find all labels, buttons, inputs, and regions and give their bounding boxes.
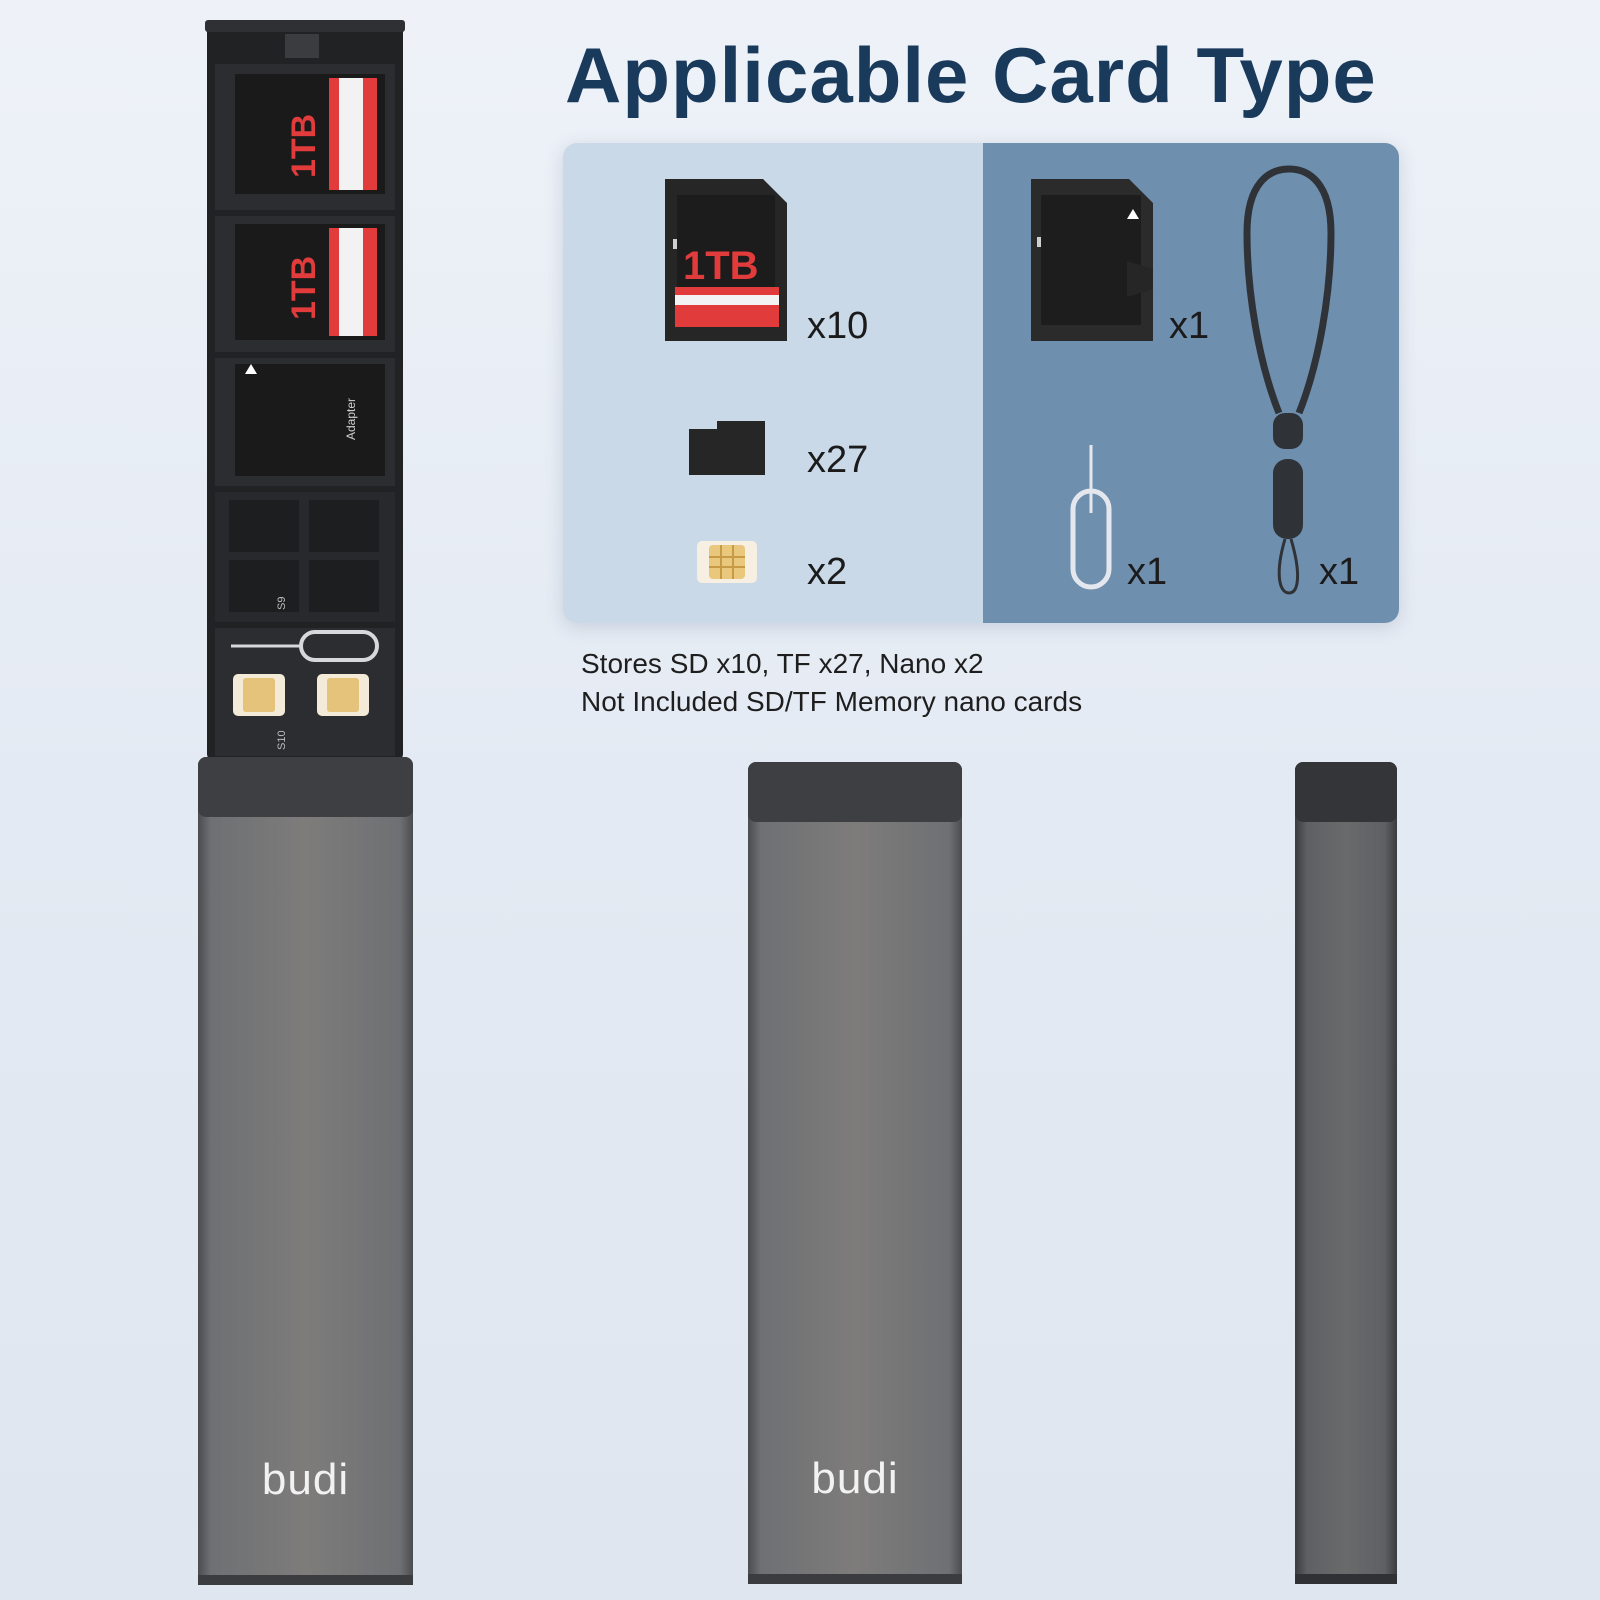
nano-sim-card-icon <box>697 541 757 583</box>
sim-eject-pin-icon <box>1070 445 1112 590</box>
adapter-count: x1 <box>1169 305 1210 347</box>
card-type-panel: 1TB x10 x27 x2 x1 x1 <box>563 143 1399 623</box>
lanyard-icon <box>1243 165 1335 595</box>
tray-sd-label-2: 1TB <box>285 256 323 320</box>
sd-count: x10 <box>807 305 869 347</box>
sd-card-icon: 1TB <box>665 179 787 341</box>
case-body-graphic <box>198 757 413 1585</box>
accessories-section: x1 x1 x1 <box>983 143 1399 623</box>
case-body-front-open: budi <box>198 757 413 1585</box>
included-cards-section: 1TB x10 x27 x2 <box>563 143 983 623</box>
nano-sim-count: x2 <box>807 551 848 593</box>
slot-label-s9: S9 <box>276 597 288 610</box>
not-included-note: Not Included SD/TF Memory nano cards <box>581 686 1083 717</box>
eject-pin-count: x1 <box>1127 551 1168 593</box>
tray-sd-label-1: 1TB <box>285 114 323 178</box>
storage-note: Stores SD x10, TF x27, Nano x2 <box>581 648 984 679</box>
lanyard-count: x1 <box>1319 551 1360 593</box>
card-tray-illustration: 1TB 1TB Adapter S9 S10 <box>205 20 405 760</box>
case-side-view <box>1295 762 1397 1584</box>
brand-logo-1: budi <box>261 1455 350 1504</box>
open-case-tray: 1TB 1TB Adapter S9 S10 <box>205 20 405 760</box>
microsd-count: x27 <box>807 439 869 481</box>
brand-logo-2: budi <box>811 1454 899 1503</box>
case-closed-front: budi <box>748 762 962 1584</box>
sd-adapter-icon <box>1031 179 1153 341</box>
page-title: Applicable Card Type <box>565 31 1377 119</box>
case-side-graphic <box>1295 762 1397 1584</box>
slot-label-s10: S10 <box>276 730 288 750</box>
microsd-card-icon <box>689 421 765 475</box>
tray-adapter-label: Adapter <box>344 398 358 440</box>
sd-card-label: 1TB <box>683 244 759 288</box>
case-closed-graphic <box>748 762 962 1584</box>
